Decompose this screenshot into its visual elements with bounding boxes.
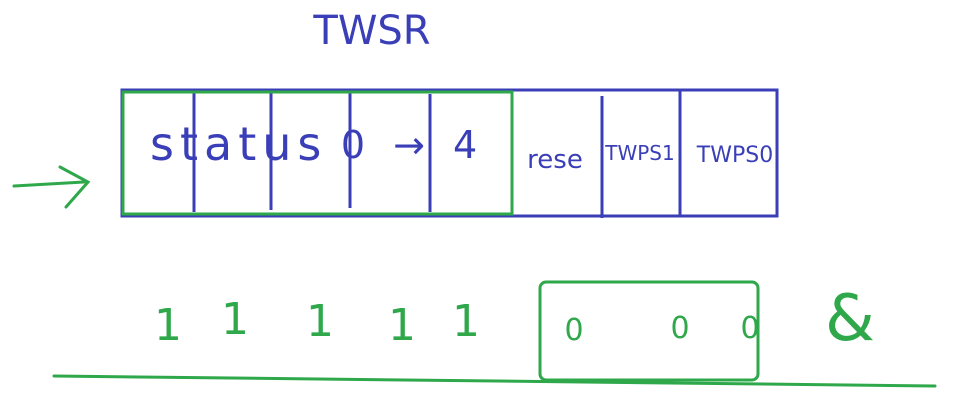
mask-ampersand: &: [825, 282, 875, 356]
field-reserved: rese: [527, 145, 583, 175]
bit-values-zeros: 0 0 0: [564, 311, 759, 348]
bit-range-label: 0 → 4: [341, 123, 485, 167]
arrow-icon: [12, 165, 91, 209]
bit-zero: 0: [564, 313, 583, 348]
mask-box: [538, 280, 760, 382]
status-label: status: [150, 117, 327, 171]
bit-one: 1: [221, 294, 249, 345]
bit-values-ones: 1 1 1 1 1: [154, 294, 480, 351]
field-twps0: TWPS0: [696, 143, 773, 168]
bit-zero: 0: [670, 311, 689, 346]
bit-zero: 0: [740, 311, 759, 346]
status-group-highlight: [121, 90, 514, 216]
register-title: TWSR: [312, 8, 430, 54]
bit-one: 1: [154, 300, 182, 351]
bit-one: 1: [306, 296, 334, 347]
bit-one: 1: [388, 300, 416, 351]
field-twps1: TWPS1: [604, 141, 674, 165]
bit-one: 1: [452, 296, 480, 347]
baseline: [52, 374, 937, 388]
